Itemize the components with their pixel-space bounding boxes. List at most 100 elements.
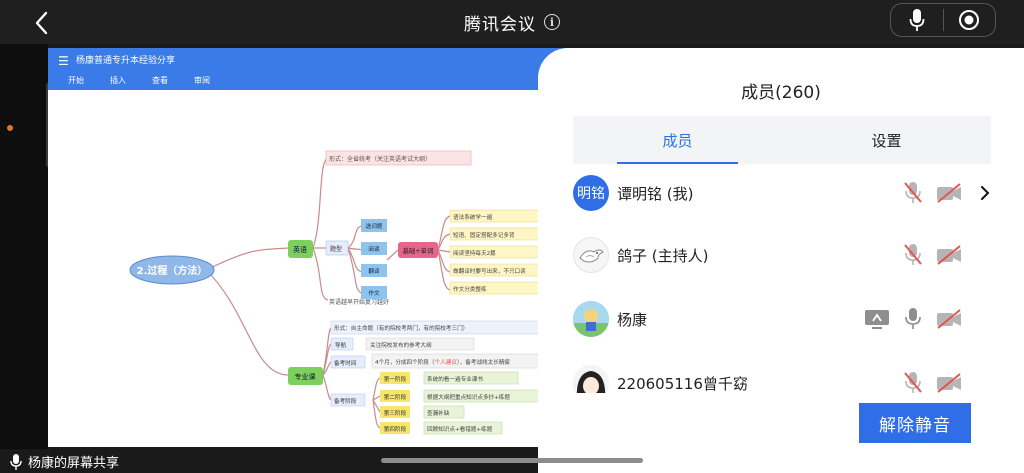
stage-detail-label: 系统的看一遍专业课书 bbox=[427, 375, 483, 383]
microphone-icon[interactable] bbox=[891, 4, 943, 36]
mic-muted-icon[interactable] bbox=[895, 178, 931, 208]
shared-menu-item: 开始 bbox=[68, 76, 84, 85]
english-form-node bbox=[325, 150, 472, 166]
mindmap-svg: 2.过程（方法） 英语 形式：全省统考（关注英语考试大纲） 题型 英语越早开始复… bbox=[129, 150, 568, 435]
mindmap-root-label: 2.过程（方法） bbox=[137, 264, 208, 277]
english-node bbox=[288, 240, 313, 258]
member-list: 明铭 谭明铭 (我) bbox=[573, 171, 1003, 393]
status-dot-icon bbox=[7, 125, 13, 131]
unmute-button[interactable]: 解除静音 bbox=[859, 403, 971, 443]
back-chevron-icon[interactable] bbox=[28, 8, 58, 38]
member-row[interactable]: 明铭 谭明铭 (我) bbox=[573, 171, 1003, 215]
type-node bbox=[361, 286, 387, 299]
major-time-label: 备考时间 bbox=[334, 359, 357, 367]
member-name: 鸽子 (主持人) bbox=[617, 246, 709, 265]
stage-detail-node bbox=[423, 405, 465, 419]
shared-doc-header: ☰ 杨康普通专升本经验分享 开始 插入 查看 审阅 bbox=[48, 48, 568, 90]
stage-detail-label: 查漏补缺 bbox=[427, 409, 450, 417]
shared-doc-title: 杨康普通专升本经验分享 bbox=[76, 56, 176, 66]
tab-members[interactable]: 成员 bbox=[573, 116, 782, 164]
microphone-icon[interactable] bbox=[895, 304, 931, 334]
nav-detail-label: 关注院校发布的参考大纲 bbox=[370, 341, 432, 349]
mindmap-connectors bbox=[205, 157, 451, 429]
mic-muted-icon[interactable] bbox=[895, 240, 931, 270]
tip-label: 做翻译时要写出来，不只口读 bbox=[453, 267, 526, 275]
stage-detail-label: 回顾知识点+看错题+练题 bbox=[427, 425, 493, 433]
shared-menu-item: 审阅 bbox=[194, 76, 210, 85]
type-label: 阅读 bbox=[368, 245, 380, 253]
mindmap-canvas: 2.过程（方法） 英语 形式：全省统考（关注英语考试大纲） 题型 英语越早开始复… bbox=[48, 90, 568, 447]
avatar bbox=[573, 237, 609, 273]
hamburger-menu-icon: ☰ bbox=[58, 54, 69, 68]
member-status-icons bbox=[895, 171, 1003, 215]
top-bar: 腾讯会议 i bbox=[0, 0, 1024, 44]
english-form-label: 形式：全省统考（关注英语考试大纲） bbox=[329, 155, 431, 163]
basis-node bbox=[398, 242, 438, 258]
meeting-title: 腾讯会议 bbox=[464, 14, 536, 35]
major-node-label: 专业课 bbox=[295, 372, 316, 381]
stages-group: 第一阶段 第二阶段 第三阶段 第四阶段 系统的看一遍专业课书 根据大纲把重点知识… bbox=[380, 371, 545, 435]
tip-label: 短语、固定搭配多记多背 bbox=[453, 231, 515, 239]
video-off-icon[interactable] bbox=[931, 368, 967, 393]
chevron-right-icon[interactable] bbox=[967, 178, 1003, 208]
screen-share-label: 杨康的屏幕共享 bbox=[28, 456, 120, 471]
screen-share-indicator: 杨康的屏幕共享 bbox=[10, 452, 119, 471]
screen-share-icon[interactable] bbox=[859, 304, 895, 334]
home-indicator[interactable] bbox=[381, 458, 643, 463]
member-status-icons bbox=[895, 233, 967, 277]
avatar bbox=[573, 365, 609, 393]
screen-share-view: ☰ 杨康普通专升本经验分享 开始 插入 查看 审阅 bbox=[48, 48, 568, 447]
tab-settings[interactable]: 设置 bbox=[871, 131, 902, 150]
info-icon[interactable]: i bbox=[544, 14, 560, 30]
action-divider bbox=[942, 9, 944, 31]
english-type-label: 题型 bbox=[330, 245, 342, 253]
nav-detail-node bbox=[365, 337, 475, 351]
type-node bbox=[361, 242, 387, 255]
left-strip bbox=[0, 44, 56, 449]
stage-label: 第二阶段 bbox=[384, 393, 407, 401]
member-row[interactable]: 杨康 bbox=[573, 297, 1003, 341]
avatar: 明铭 bbox=[573, 175, 609, 211]
stage-label: 第一阶段 bbox=[384, 375, 407, 383]
type-node bbox=[361, 219, 387, 232]
member-name: 220605116曾千窈 bbox=[617, 374, 748, 393]
major-stage-label: 备考阶段 bbox=[334, 397, 357, 405]
major-form-label: 形式：自主命题（有的院校考两门，有的院校考三门） bbox=[334, 324, 468, 332]
major-time-node bbox=[330, 355, 366, 369]
time-detail-node bbox=[371, 353, 568, 369]
stage-node bbox=[380, 390, 410, 402]
time-detail-label: 4个月，分成四个阶段（个人建议），备考战线太长精疲 bbox=[375, 358, 510, 366]
major-form-node bbox=[330, 320, 568, 335]
anime-avatar-icon bbox=[573, 365, 609, 393]
video-off-icon[interactable] bbox=[931, 240, 967, 270]
stage-node bbox=[380, 406, 410, 418]
member-row[interactable]: 鸽子 (主持人) bbox=[573, 233, 1003, 277]
cartoon-avatar-icon bbox=[573, 301, 609, 337]
type-label: 选词题 bbox=[366, 222, 383, 230]
record-icon[interactable] bbox=[944, 4, 996, 36]
member-name: 杨康 bbox=[617, 310, 648, 329]
dove-avatar-icon bbox=[579, 249, 604, 263]
major-stage-node bbox=[330, 393, 366, 407]
mic-muted-icon[interactable] bbox=[895, 368, 931, 393]
microphone-icon bbox=[10, 453, 22, 470]
major-nav-node bbox=[330, 337, 354, 351]
major-nav-label: 导航 bbox=[335, 341, 347, 349]
shared-doc-menus: 开始 插入 查看 审阅 bbox=[68, 75, 236, 86]
tip-label: 语法系统学一遍 bbox=[453, 213, 493, 221]
type-node bbox=[361, 264, 387, 277]
members-panel-title: 成员(260) bbox=[741, 83, 821, 103]
member-name: 谭明铭 (我) bbox=[617, 184, 694, 203]
stage-detail-node bbox=[423, 371, 519, 385]
stage-label: 第三阶段 bbox=[384, 409, 407, 417]
member-row[interactable]: 220605116曾千窈 bbox=[573, 361, 1003, 393]
english-type-node bbox=[325, 240, 349, 256]
video-off-icon[interactable] bbox=[931, 178, 967, 208]
major-node bbox=[288, 367, 323, 385]
video-off-icon[interactable] bbox=[931, 304, 967, 334]
avatar bbox=[573, 301, 609, 337]
stage-node bbox=[380, 422, 410, 434]
member-status-icons bbox=[895, 361, 967, 393]
stage-label: 第四阶段 bbox=[384, 425, 407, 433]
member-status-icons bbox=[859, 297, 967, 341]
